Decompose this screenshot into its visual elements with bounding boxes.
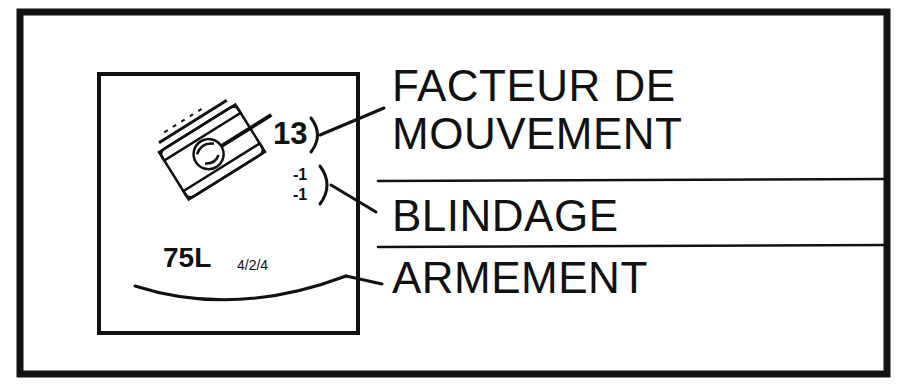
armor-value: -1 <box>293 186 307 204</box>
counter-box: 13 -1 -1 75L 4/2/4 <box>97 72 360 335</box>
arc-bracket <box>135 276 346 300</box>
tank-sketch <box>152 79 287 199</box>
armor-value: -1 <box>293 166 307 184</box>
leader-line <box>331 185 376 212</box>
key-label: FACTEUR DE MOUVEMENT <box>392 62 752 158</box>
outer-frame <box>20 12 887 374</box>
rule <box>378 179 885 181</box>
key-label: BLINDAGE <box>392 192 792 240</box>
leader-line <box>320 108 384 135</box>
weapon-ratings: 4/2/4 <box>237 257 268 273</box>
leader-line <box>346 276 382 284</box>
key-label: ARMEMENT <box>392 254 792 302</box>
bracket <box>320 166 327 204</box>
bracket <box>311 118 318 152</box>
gun-caliber: 75L <box>163 242 211 274</box>
rule <box>378 245 885 247</box>
movement-factor: 13 <box>273 116 307 152</box>
